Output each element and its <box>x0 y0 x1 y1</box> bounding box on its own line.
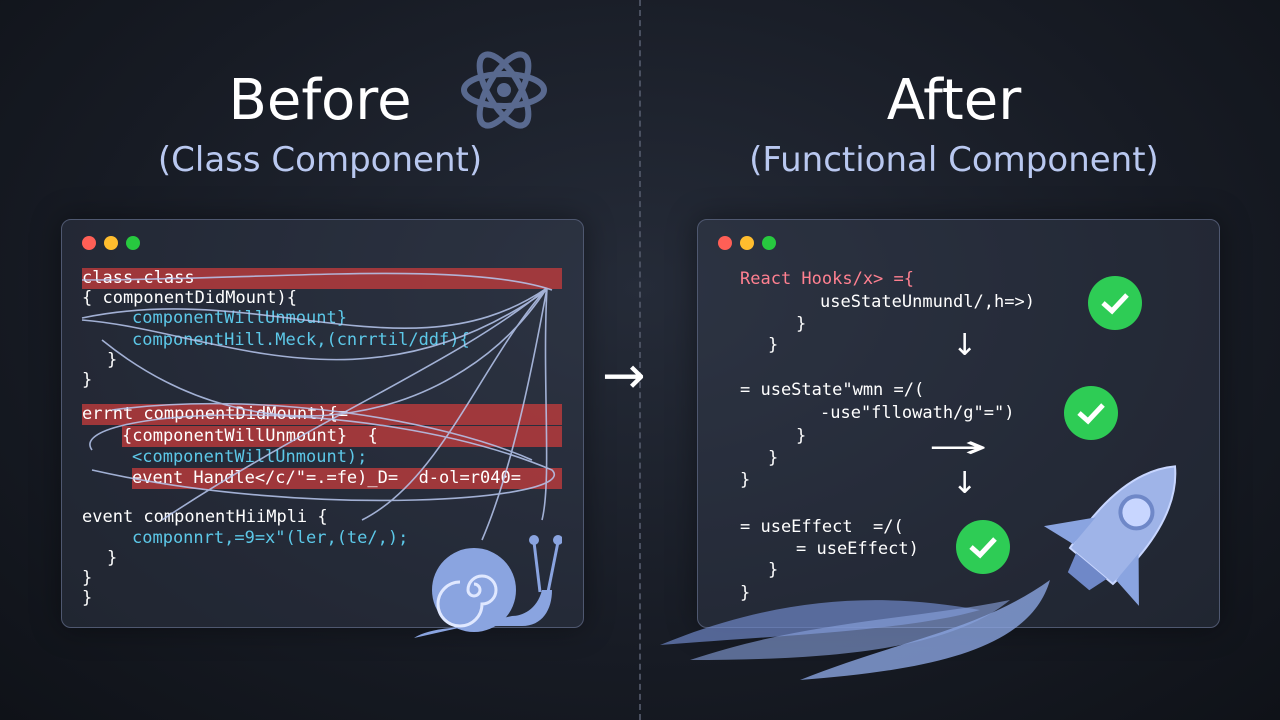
code-line: useStateUnmundl/,h=>) <box>820 292 1035 312</box>
code-line: } <box>740 470 751 490</box>
code-line: } <box>796 426 807 446</box>
window-controls <box>718 236 776 250</box>
flow-arrow-right: → <box>928 430 989 465</box>
close-dot <box>82 236 96 250</box>
code-line: } <box>107 350 118 370</box>
flow-arrow-down: ↓ <box>952 328 978 363</box>
code-line: <componentWillUnmount); <box>132 447 368 467</box>
code-line: event componentHiiMpli { <box>82 507 328 527</box>
minimize-dot <box>104 236 118 250</box>
window-controls <box>82 236 140 250</box>
rocket-icon <box>660 465 1177 680</box>
check-icon <box>1064 386 1118 440</box>
code-line: -use"fllowath/g"=") <box>820 403 1015 423</box>
before-subtitle: (Class Component) <box>157 140 483 180</box>
code-line: } <box>82 370 93 390</box>
code-line: = useEffect) <box>796 539 919 559</box>
after-subtitle: (Functional Component) <box>749 140 1159 180</box>
maximize-dot <box>126 236 140 250</box>
react-atom-icon <box>461 51 547 129</box>
before-title: Before <box>228 68 412 133</box>
code-line: event Handle</c/"=.=fe)_D= d-ol=r040= <box>132 468 562 489</box>
check-icon <box>1088 276 1142 330</box>
snail-icon <box>414 535 562 638</box>
after-title: After <box>886 68 1022 133</box>
code-line: { componentDidMount){ <box>82 288 297 308</box>
code-line: } <box>768 560 779 580</box>
tangled-lines <box>81 272 556 541</box>
check-icon <box>956 520 1010 574</box>
code-line: } <box>82 588 93 608</box>
center-divider <box>639 0 641 720</box>
close-dot <box>718 236 732 250</box>
before-code-window: class.class{ componentDidMount){componen… <box>61 219 584 638</box>
code-line: } <box>107 548 118 568</box>
maximize-dot <box>762 236 776 250</box>
code-line: class.class <box>82 268 562 289</box>
code-line: = useState"wmn =/( <box>740 380 925 400</box>
code-line: } <box>740 583 751 603</box>
code-line: } <box>768 448 779 468</box>
code-line: } <box>768 335 779 355</box>
code-line: componentWillUnmount} <box>132 308 347 328</box>
minimize-dot <box>740 236 754 250</box>
transition-arrow: → <box>602 346 646 406</box>
code-line: React Hooks/x> ={ <box>740 269 914 289</box>
code-line: } <box>796 314 807 334</box>
code-line: = useEffect =/( <box>740 517 904 537</box>
code-line: } <box>82 568 93 588</box>
flow-arrow-down: ↓ <box>952 466 978 501</box>
code-line: componnrt,=9=x"(ler,(te/,); <box>132 528 409 548</box>
